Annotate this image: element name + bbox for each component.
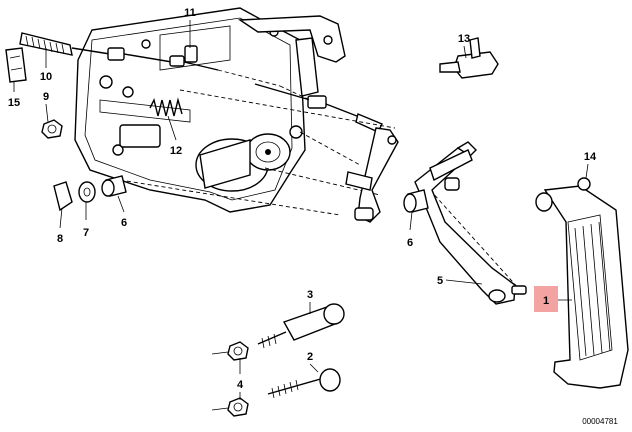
buffer-stop-part-3 [257, 303, 345, 349]
bushing-part-6-right [403, 189, 429, 213]
callout-5[interactable]: 5 [437, 275, 443, 287]
callout-15[interactable]: 15 [8, 97, 20, 109]
callout-3[interactable]: 3 [307, 289, 313, 301]
callout-8[interactable]: 8 [57, 233, 63, 245]
nut-part-4-lower [227, 397, 249, 417]
callout-1[interactable]: 1 [543, 295, 549, 307]
assembly-dash-lines [119, 89, 521, 291]
callout-6-left[interactable]: 6 [121, 217, 127, 229]
callout-13[interactable]: 13 [458, 33, 470, 45]
spring-part-12 [149, 97, 183, 117]
callout-6-right[interactable]: 6 [407, 237, 413, 249]
callout-4[interactable]: 4 [237, 379, 244, 391]
callout-12[interactable]: 12 [170, 145, 182, 157]
clip-part-15 [5, 47, 27, 83]
pedal-arm [414, 141, 527, 305]
nut-part-9 [41, 119, 63, 139]
throttle-drum [195, 133, 291, 192]
leader-lines [13, 20, 589, 411]
callout-14[interactable]: 14 [584, 151, 597, 163]
nut-part-14 [577, 177, 591, 191]
document-code: 00004781 [582, 417, 618, 426]
screw-part-11 [184, 45, 198, 63]
clip-part-8 [53, 181, 73, 212]
bushing-part-6-left [101, 175, 127, 197]
washer-part-7 [78, 181, 96, 203]
callout-labels: 1 2 3 4 5 6 6 7 8 9 10 11 12 13 14 15 [8, 7, 597, 391]
accelerator-pedal [535, 185, 629, 389]
bolt-part-2 [267, 368, 341, 399]
switch-part-13 [439, 37, 499, 79]
nut-part-4-upper [227, 341, 249, 361]
callout-highlight [534, 286, 558, 312]
callout-7[interactable]: 7 [83, 227, 89, 239]
intermediate-lever [345, 127, 399, 223]
callout-11[interactable]: 11 [184, 7, 196, 19]
upper-bracket-arm [237, 15, 346, 97]
callout-9[interactable]: 9 [43, 91, 49, 103]
callout-10[interactable]: 10 [40, 71, 52, 83]
callout-2[interactable]: 2 [307, 351, 313, 363]
